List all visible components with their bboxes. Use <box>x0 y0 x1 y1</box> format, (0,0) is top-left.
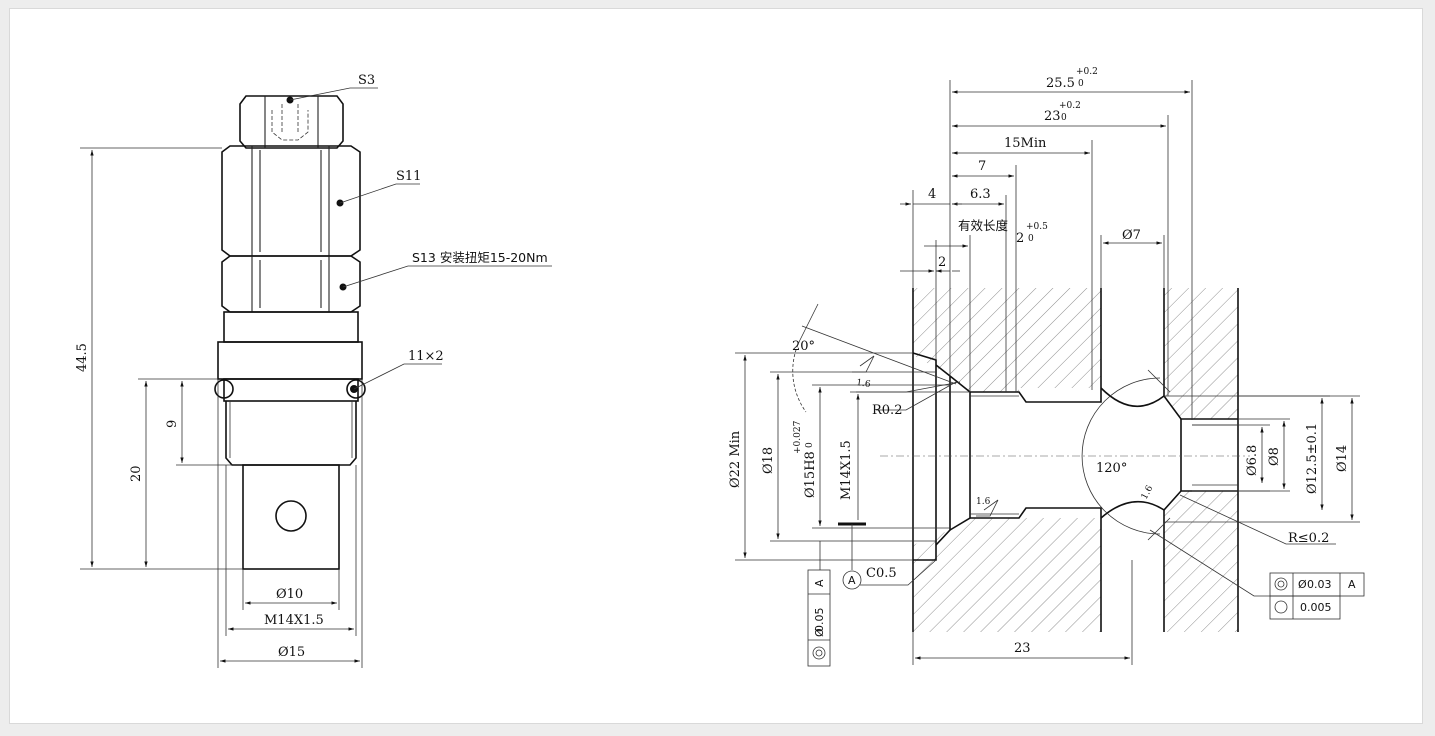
svg-text:0.05: 0.05 <box>813 608 826 633</box>
dim-2-tol: 2 +0.5 0 <box>1016 222 1048 246</box>
svg-text:Ø15H8: Ø15H8 <box>803 451 818 498</box>
dim-overall-length: 44.5 <box>75 343 90 372</box>
label-effective-length: 有效长度 <box>958 218 1009 233</box>
dim-2: 2 <box>938 255 946 270</box>
dim-dia-6-8: Ø6.8 <box>1245 445 1260 476</box>
dim-thread-right: M14X1.5 <box>839 440 854 500</box>
svg-text:0.03: 0.03 <box>1307 578 1332 591</box>
dim-4: 4 <box>928 187 936 202</box>
dim-dia-15h8: Ø15H8 +0.027 0 <box>793 420 818 498</box>
right-view-dimensions <box>735 80 1360 665</box>
dim-r-0-2: R0.2 <box>872 403 902 418</box>
left-view-dimensions <box>80 87 552 668</box>
svg-text:A: A <box>813 579 826 587</box>
svg-text:+0.5: +0.5 <box>1026 222 1048 232</box>
right-view-cavity <box>880 288 1250 632</box>
dim-25-5: 25.5 +0.2 0 <box>1046 67 1098 91</box>
dim-dia-18: Ø18 <box>761 447 776 474</box>
dim-23-top: 23 +0.2 0 <box>1044 101 1081 124</box>
label-s11: S11 <box>396 169 421 184</box>
fcf-left: A 0.05 Ø <box>807 569 831 667</box>
svg-text:+0.027: +0.027 <box>793 420 803 454</box>
label-s3: S3 <box>358 73 375 88</box>
svg-text:0: 0 <box>805 442 815 448</box>
dim-6-3: 6.3 <box>970 187 991 202</box>
dim-c-0-5: C0.5 <box>866 566 897 581</box>
svg-text:A: A <box>1348 578 1356 591</box>
label-oring: 11×2 <box>408 349 444 364</box>
svg-text:0: 0 <box>1028 234 1034 244</box>
dim-angle-120: 120° <box>1096 461 1127 476</box>
dim-length-20: 20 <box>129 465 144 482</box>
dim-15min: 15Min <box>1004 136 1047 151</box>
svg-text:+0.2: +0.2 <box>1059 101 1081 111</box>
label-s13-torque: S13 安装扭矩15-20Nm <box>412 250 548 265</box>
svg-text:0: 0 <box>1078 79 1084 89</box>
dim-dia-15: Ø15 <box>278 645 305 660</box>
dim-23-bottom: 23 <box>1014 641 1031 656</box>
dim-dia-10: Ø10 <box>276 587 303 602</box>
dim-dia-14: Ø14 <box>1335 445 1350 472</box>
datum-a: A <box>842 570 862 590</box>
finish-bottom: 1.6 <box>976 497 991 507</box>
dim-dia-12-5: Ø12.5±0.1 <box>1305 423 1320 494</box>
svg-text:25.5: 25.5 <box>1046 76 1075 91</box>
dim-7: 7 <box>978 159 986 174</box>
finish-top: 1.6 <box>856 378 872 390</box>
dim-dia-8: Ø8 <box>1267 447 1282 466</box>
svg-text:0.005: 0.005 <box>1300 601 1332 614</box>
left-view-valve <box>214 95 366 570</box>
dim-thread: M14X1.5 <box>264 613 324 628</box>
svg-text:Ø: Ø <box>1298 578 1307 591</box>
svg-text:0: 0 <box>1061 113 1067 123</box>
dim-dia-7: Ø7 <box>1122 228 1141 243</box>
finish-cone: 1.6 <box>1140 484 1156 502</box>
fcf-right: Ø 0.03 A 0.005 <box>1269 572 1365 620</box>
svg-text:2: 2 <box>1016 231 1024 246</box>
svg-text:Ø: Ø <box>813 628 826 637</box>
svg-text:+0.2: +0.2 <box>1076 67 1098 77</box>
dim-r-max: R≤0.2 <box>1288 531 1329 546</box>
dim-dia-22-min: Ø22 Min <box>728 430 743 488</box>
dim-length-9: 9 <box>165 420 180 428</box>
svg-text:23: 23 <box>1044 109 1061 124</box>
svg-text:A: A <box>848 574 856 587</box>
dim-angle-20: 20° <box>792 339 815 354</box>
